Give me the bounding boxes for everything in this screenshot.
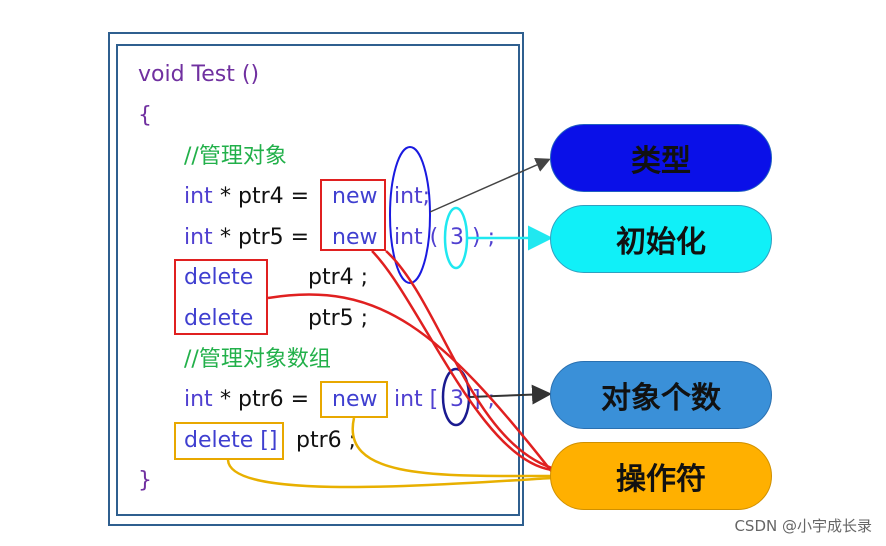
code-new-ptr4: new bbox=[332, 184, 378, 209]
count-oval bbox=[441, 367, 471, 427]
code-delete-array: delete [] bbox=[184, 428, 278, 453]
code-ptr6-release: ptr6 ; bbox=[296, 428, 357, 453]
outer-frame bbox=[108, 32, 524, 526]
code-ptr4-release: ptr4 ; bbox=[308, 265, 369, 290]
type-oval bbox=[389, 146, 431, 284]
code-comment-manage-object: //管理对象 bbox=[184, 144, 287, 169]
code-delete-ptr5: delete bbox=[184, 306, 254, 331]
type-label: 类型 bbox=[550, 124, 772, 192]
count-label: 对象个数 bbox=[550, 361, 772, 429]
delete-array-highlight bbox=[174, 422, 284, 460]
code-frame bbox=[116, 44, 520, 516]
code-type-ptr6: int [ bbox=[394, 387, 439, 412]
code-ptr6-decl: * ptr6 = bbox=[220, 387, 310, 412]
init-label: 初始化 bbox=[550, 205, 772, 273]
code-new-ptr6: new bbox=[332, 387, 378, 412]
code-new-ptr5: new bbox=[332, 225, 378, 250]
delete-operator-highlight bbox=[174, 259, 268, 335]
operator-label: 操作符 bbox=[550, 442, 772, 510]
type-arrow bbox=[429, 157, 551, 213]
init-oval bbox=[443, 206, 469, 270]
code-type-ptr5: int ( bbox=[394, 225, 439, 250]
red-curve-new bbox=[371, 250, 553, 472]
code-delete-ptr4: delete bbox=[184, 265, 254, 290]
code-int-ptr6: int bbox=[184, 387, 213, 412]
code-int-ptr5: int bbox=[184, 225, 213, 250]
code-brace-close: } bbox=[138, 468, 152, 493]
orange-curve-new bbox=[351, 417, 553, 478]
count-arrow bbox=[469, 384, 552, 405]
new-operator-highlight bbox=[320, 179, 386, 251]
red-curve-new-2 bbox=[385, 250, 553, 470]
code-init-value: 3 bbox=[450, 225, 464, 250]
code-ptr4-decl: * ptr4 = bbox=[220, 184, 310, 209]
code-type-ptr4: int; bbox=[394, 184, 431, 209]
code-int-ptr4: int bbox=[184, 184, 213, 209]
code-brace-open: { bbox=[138, 103, 152, 128]
new-array-highlight bbox=[320, 381, 388, 418]
red-curve-delete bbox=[267, 293, 553, 473]
watermark-text: CSDN @小宇成长录 bbox=[734, 517, 872, 535]
orange-curve-delete bbox=[226, 459, 553, 489]
code-ptr5-decl: * ptr5 = bbox=[220, 225, 310, 250]
code-comment-manage-array: //管理对象数组 bbox=[184, 347, 331, 372]
code-count-value: 3 bbox=[450, 387, 464, 412]
code-line-void-test: void Test () bbox=[138, 62, 260, 87]
code-ptr5-release: ptr5 ; bbox=[308, 306, 369, 331]
